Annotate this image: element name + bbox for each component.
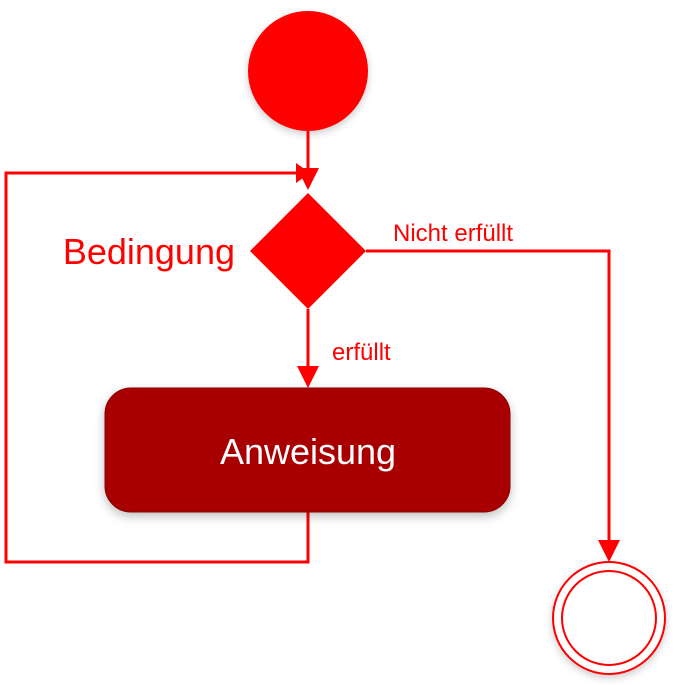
decision-label: Bedingung — [63, 231, 235, 272]
edge-loop-back — [4, 171, 310, 564]
decision-node — [250, 193, 366, 309]
final-node-inner — [561, 570, 657, 666]
arrowhead-decision-to-action — [297, 366, 319, 388]
initial-node — [248, 11, 368, 131]
edge-label-true: erfüllt — [332, 339, 391, 366]
arrowhead-loop-back — [296, 163, 310, 183]
action-label: Anweisung — [220, 431, 396, 472]
arrowhead-decision-to-end — [598, 540, 620, 562]
action-node — [104, 387, 511, 513]
edge-decision-to-end — [366, 249, 611, 548]
edge-label-false: Nicht erfüllt — [393, 220, 513, 247]
